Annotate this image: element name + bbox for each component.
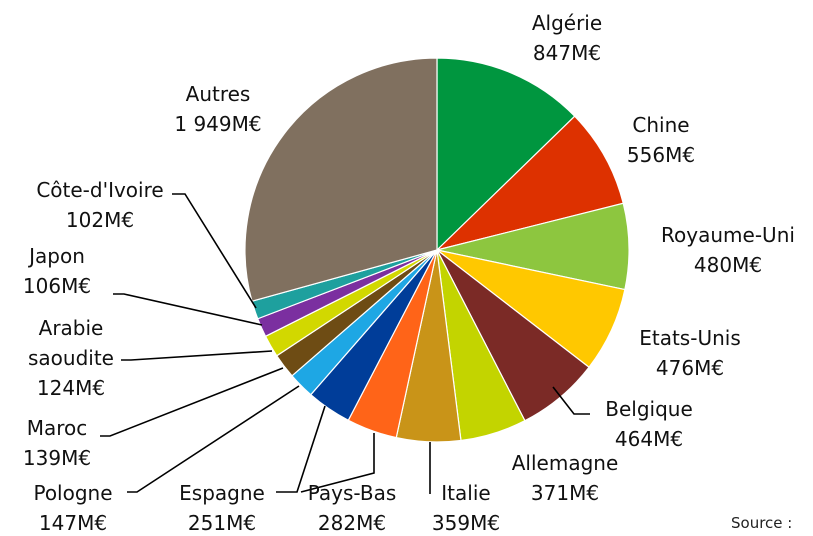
- slice-label-10: Maroc 139M€: [23, 416, 91, 470]
- slice-value-8: 251M€: [188, 511, 256, 535]
- slice-label-0: Algérie 847M€: [532, 11, 602, 65]
- slice-value-1: 556M€: [627, 143, 695, 167]
- slice-value-10: 139M€: [23, 446, 91, 470]
- leader-line-4: [552, 386, 590, 415]
- slice-value-9: 147M€: [39, 511, 107, 535]
- slice-label-7: Pays-Bas 282M€: [308, 481, 397, 535]
- slice-name-0: Algérie: [532, 11, 602, 35]
- slice-value-6: 359M€: [432, 511, 500, 535]
- source-label: Source :: [731, 514, 792, 532]
- slice-labels: Algérie 847M€ Chine 556M€ Royaume-Uni 480M€ Et…: [23, 11, 795, 535]
- slice-value-2: 480M€: [694, 253, 762, 277]
- slice-name-7: Pays-Bas: [308, 481, 397, 505]
- pie-slice-14: [244, 57, 438, 302]
- slice-name-13: Côte-d'Ivoire: [36, 178, 163, 202]
- leader-line-9: [127, 385, 300, 493]
- leader-line-7: [300, 433, 375, 493]
- slice-value-11: 124M€: [37, 376, 105, 400]
- slice-label-9: Pologne 147M€: [33, 481, 112, 535]
- slice-name-14: Autres: [186, 82, 251, 106]
- slice-name-11: saoudite: [28, 346, 114, 370]
- leader-line-12: [113, 293, 263, 326]
- pie-slice-1: [434, 115, 624, 252]
- slice-label-14: Autres 1 949M€: [174, 82, 261, 136]
- slice-label-6: Italie 359M€: [432, 481, 500, 535]
- slice-label-8: Espagne 251M€: [179, 481, 265, 535]
- slice-name-1: Chine: [632, 113, 689, 137]
- slice-value-4: 464M€: [615, 427, 683, 451]
- leader-line-10: [100, 367, 284, 437]
- slice-value-14: 1 949M€: [174, 112, 261, 136]
- slice-label-3: Etats-Unis 476M€: [639, 326, 741, 380]
- slice-label-4: Belgique 464M€: [605, 397, 693, 451]
- slice-name-10: Maroc: [27, 416, 88, 440]
- slice-value-3: 476M€: [656, 356, 724, 380]
- leader-lines: [100, 193, 590, 494]
- slice-name-6: Italie: [441, 481, 490, 505]
- slice-name-3: Etats-Unis: [639, 326, 741, 350]
- slice-name-2: Royaume-Uni: [661, 223, 795, 247]
- slice-name-4: Belgique: [605, 397, 693, 421]
- slice-value-12: 106M€: [23, 274, 91, 298]
- slice-name-11: Arabie: [39, 316, 104, 340]
- pie-slices: [244, 57, 630, 443]
- slice-value-7: 282M€: [318, 511, 386, 535]
- leader-line-13: [172, 193, 257, 309]
- pie-slice-0: [436, 57, 576, 252]
- slice-label-13: Côte-d'Ivoire 102M€: [36, 178, 163, 232]
- slice-value-5: 371M€: [531, 481, 599, 505]
- slice-label-11: Arabie saoudite 124M€: [28, 316, 114, 400]
- slice-value-13: 102M€: [66, 208, 134, 232]
- leader-line-8: [276, 405, 326, 493]
- leader-line-11: [121, 350, 273, 361]
- slice-label-12: Japon 106M€: [23, 244, 91, 298]
- slice-name-5: Allemagne: [512, 451, 619, 475]
- slice-label-2: Royaume-Uni 480M€: [661, 223, 795, 277]
- slice-name-9: Pologne: [33, 481, 112, 505]
- slice-name-8: Espagne: [179, 481, 265, 505]
- slice-label-1: Chine 556M€: [627, 113, 695, 167]
- slice-value-0: 847M€: [533, 41, 601, 65]
- slice-label-5: Allemagne 371M€: [512, 451, 619, 505]
- slice-name-12: Japon: [27, 244, 85, 268]
